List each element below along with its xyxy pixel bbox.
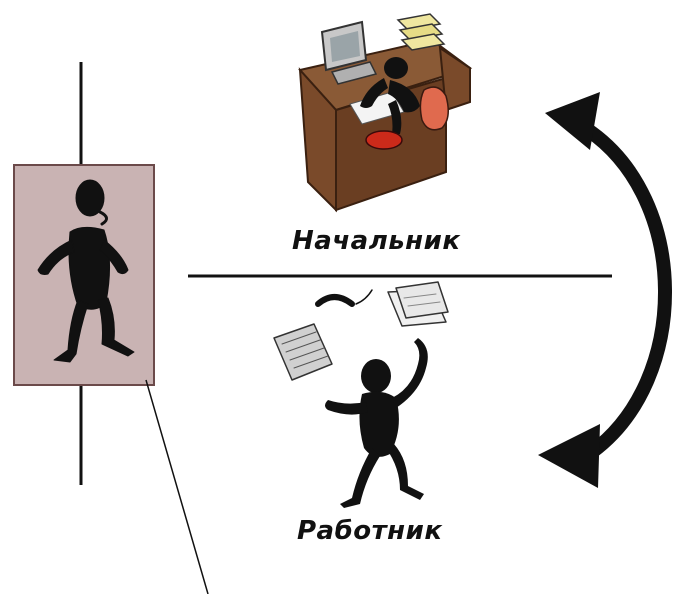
worker-label: Работник [297, 516, 443, 546]
worker-juggling-icon [273, 281, 449, 508]
cycle-double-arrow-icon [538, 92, 672, 488]
standing-figure-icon [37, 179, 135, 363]
pointer-line [145, 379, 209, 594]
boss-desk-icon [298, 13, 473, 213]
boss-label: Начальник [292, 226, 461, 256]
